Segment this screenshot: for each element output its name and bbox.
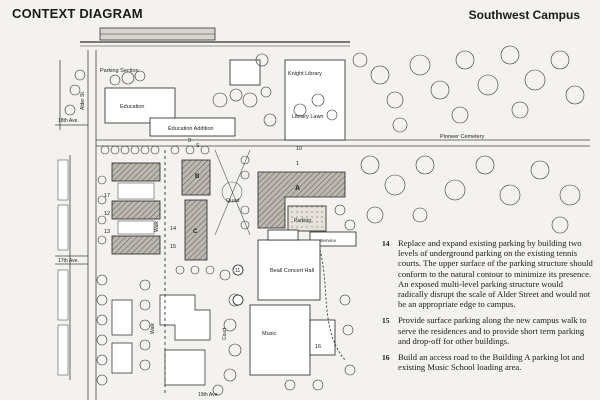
notes-list: 14 Replace and expand existing parking b… xyxy=(382,238,594,378)
music-building xyxy=(249,304,336,376)
label-parking: Parking xyxy=(294,218,311,224)
label-quad: Quad xyxy=(226,198,239,204)
label-10: 10 xyxy=(296,146,302,152)
label-music: Music xyxy=(262,331,277,337)
label-court: Court xyxy=(222,327,228,340)
label-9: 9 xyxy=(188,138,191,144)
neighborhood-blocks xyxy=(57,159,69,376)
campus-walk xyxy=(164,150,346,395)
education-buildings xyxy=(104,59,261,137)
label-1: 1 xyxy=(296,161,299,167)
label-pioneer-cemetery: Pioneer Cemetery xyxy=(440,134,485,140)
marker-circles xyxy=(232,264,244,306)
note-number: 16 xyxy=(382,353,390,363)
label-beall-concert-hall: Beall Concert Hall xyxy=(270,268,314,274)
trees xyxy=(64,45,585,396)
note-item: 15 Provide surface parking along the new… xyxy=(382,315,594,346)
label-walk-vertical: Walk xyxy=(154,221,160,232)
label-17th-ave: 17th Ave. xyxy=(58,258,79,264)
label-19th-ave: 19th Ave. xyxy=(198,392,219,398)
campus-name: Southwest Campus xyxy=(468,8,580,22)
label-education-addition: Education Addition xyxy=(168,126,214,132)
label-library-lawn: Library Lawn xyxy=(292,114,324,120)
label-education: Education xyxy=(120,104,144,110)
label-16: 16 xyxy=(315,344,321,350)
label-service: Service xyxy=(320,238,336,244)
quad-walks xyxy=(214,149,251,236)
label-12: 12 xyxy=(104,211,110,217)
label-17: 17 xyxy=(104,193,110,199)
building-a xyxy=(257,171,357,247)
label-parking-section: Parking Section xyxy=(100,68,139,74)
note-number: 14 xyxy=(382,239,390,248)
note-text: Build an access road to the Building A p… xyxy=(398,352,585,373)
label-walk-lower: Walk xyxy=(150,323,156,334)
beall-concert-hall xyxy=(257,229,321,301)
label-18th-ave: 18th Ave. xyxy=(58,118,79,124)
label-s: S xyxy=(196,143,200,149)
label-alder-st: Alder St. xyxy=(80,91,86,110)
label-building-c: C xyxy=(193,229,198,235)
note-item: 16 Build an access road to the Building … xyxy=(382,352,594,372)
label-building-b: B xyxy=(195,174,200,180)
label-building-a: A xyxy=(295,185,300,192)
railroad xyxy=(80,27,350,47)
label-11: 11 xyxy=(235,268,240,274)
label-knight-library: Knight Library xyxy=(288,71,322,77)
knight-library-building xyxy=(284,59,346,141)
note-text: Provide surface parking along the new ca… xyxy=(398,315,587,346)
note-number: 15 xyxy=(382,316,390,326)
map-text-labels: Parking Section Education Education Addi… xyxy=(58,68,485,398)
note-item: 14 Replace and expand existing parking b… xyxy=(382,238,594,309)
diagram-title: CONTEXT DIAGRAM xyxy=(12,6,143,21)
label-13: 13 xyxy=(104,229,110,235)
residence-halls xyxy=(111,159,211,261)
courtyards xyxy=(117,182,155,235)
label-15: 15 xyxy=(170,244,176,250)
note-text: Replace and expand existing parking by b… xyxy=(398,238,593,310)
lower-buildings xyxy=(111,294,211,386)
label-14: 14 xyxy=(170,226,176,232)
